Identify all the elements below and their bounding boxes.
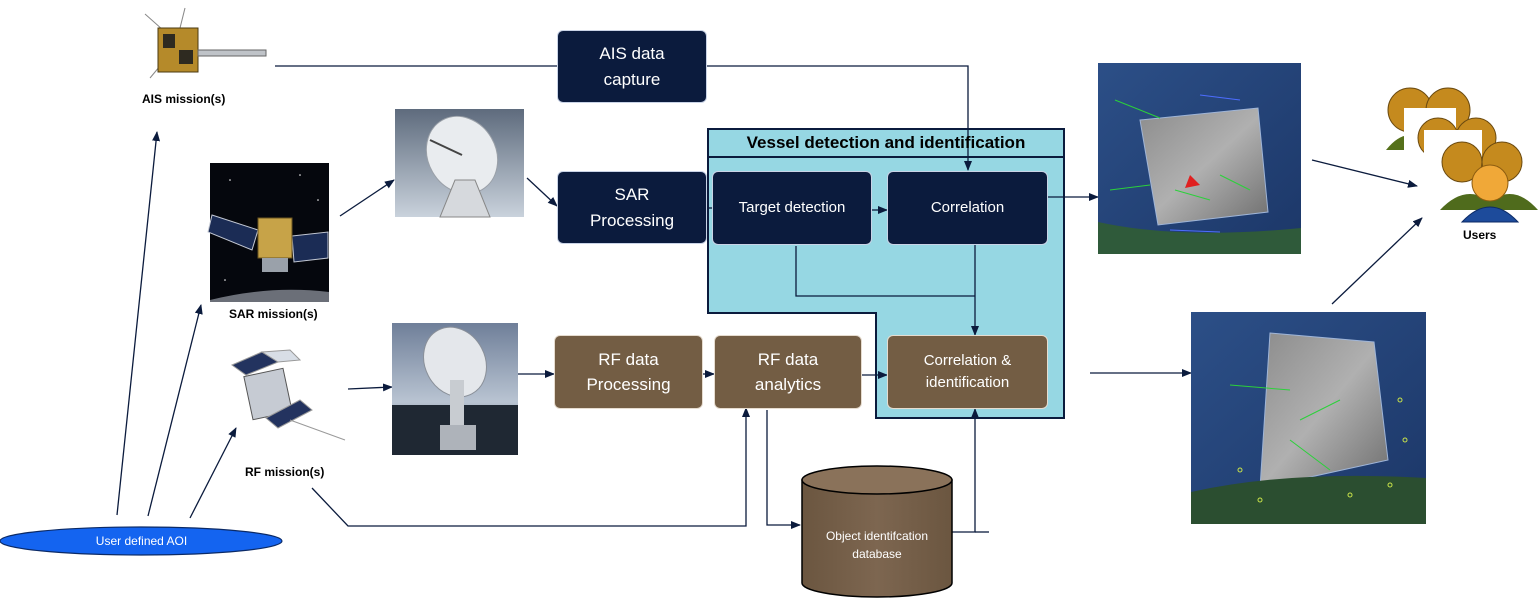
database-icon [801,465,953,598]
analytics-to-database-line [766,410,801,529]
aoi-to-ais-arrow [116,131,161,516]
sar-mission-label: SAR mission(s) [229,307,318,321]
vessel-map-sar [1098,63,1301,254]
target-detection-box: Target detection [712,171,872,245]
ais-mission-label: AIS mission(s) [142,92,226,106]
rf-mission-label: RF mission(s) [245,465,325,479]
aoi-ellipse [0,526,283,556]
aoi-to-rf-arrow [189,427,237,519]
rf-satellite-icon [230,349,346,441]
users-label: Users [1463,228,1497,242]
aoi-to-sar-arrow [147,304,203,517]
vessel-map-rf [1191,312,1426,524]
rf-data-analytics-box: RF data analytics [714,335,862,409]
map-to-users-arrow [1311,159,1418,188]
rf-to-antenna-arrow [347,383,393,392]
aoi-label: User defined AOI [95,534,188,548]
rf-data-processing-box: RF data Processing [554,335,703,409]
connectors [116,65,1423,533]
sar-processing-box: SAR Processing [557,171,707,244]
map2-to-users-arrow [1331,217,1423,305]
ais-data-capture-box: AIS data capture [557,30,707,103]
database-to-corr-ident-line [952,408,979,533]
sar-to-antenna-arrow [339,179,395,217]
users-icon [1386,87,1538,223]
ais-satellite-icon [144,7,267,79]
rf-mission-to-analytics-line [311,407,750,527]
sar-satellite-icon [207,163,329,302]
ground-antenna-icon [395,109,524,218]
ais-to-correlation-line [275,65,972,171]
correlation-identification-box: Correlation & identification [887,335,1048,409]
correlation-box: Correlation [887,171,1048,245]
database-label: Object identifcation database [825,529,929,561]
vessel-detection-title: Vessel detection and identification [746,133,1026,152]
target-to-corr-ident-line [795,246,975,297]
ground-antenna-icon-rf [392,323,518,455]
antenna-to-sar-processing-arrow [526,177,558,207]
